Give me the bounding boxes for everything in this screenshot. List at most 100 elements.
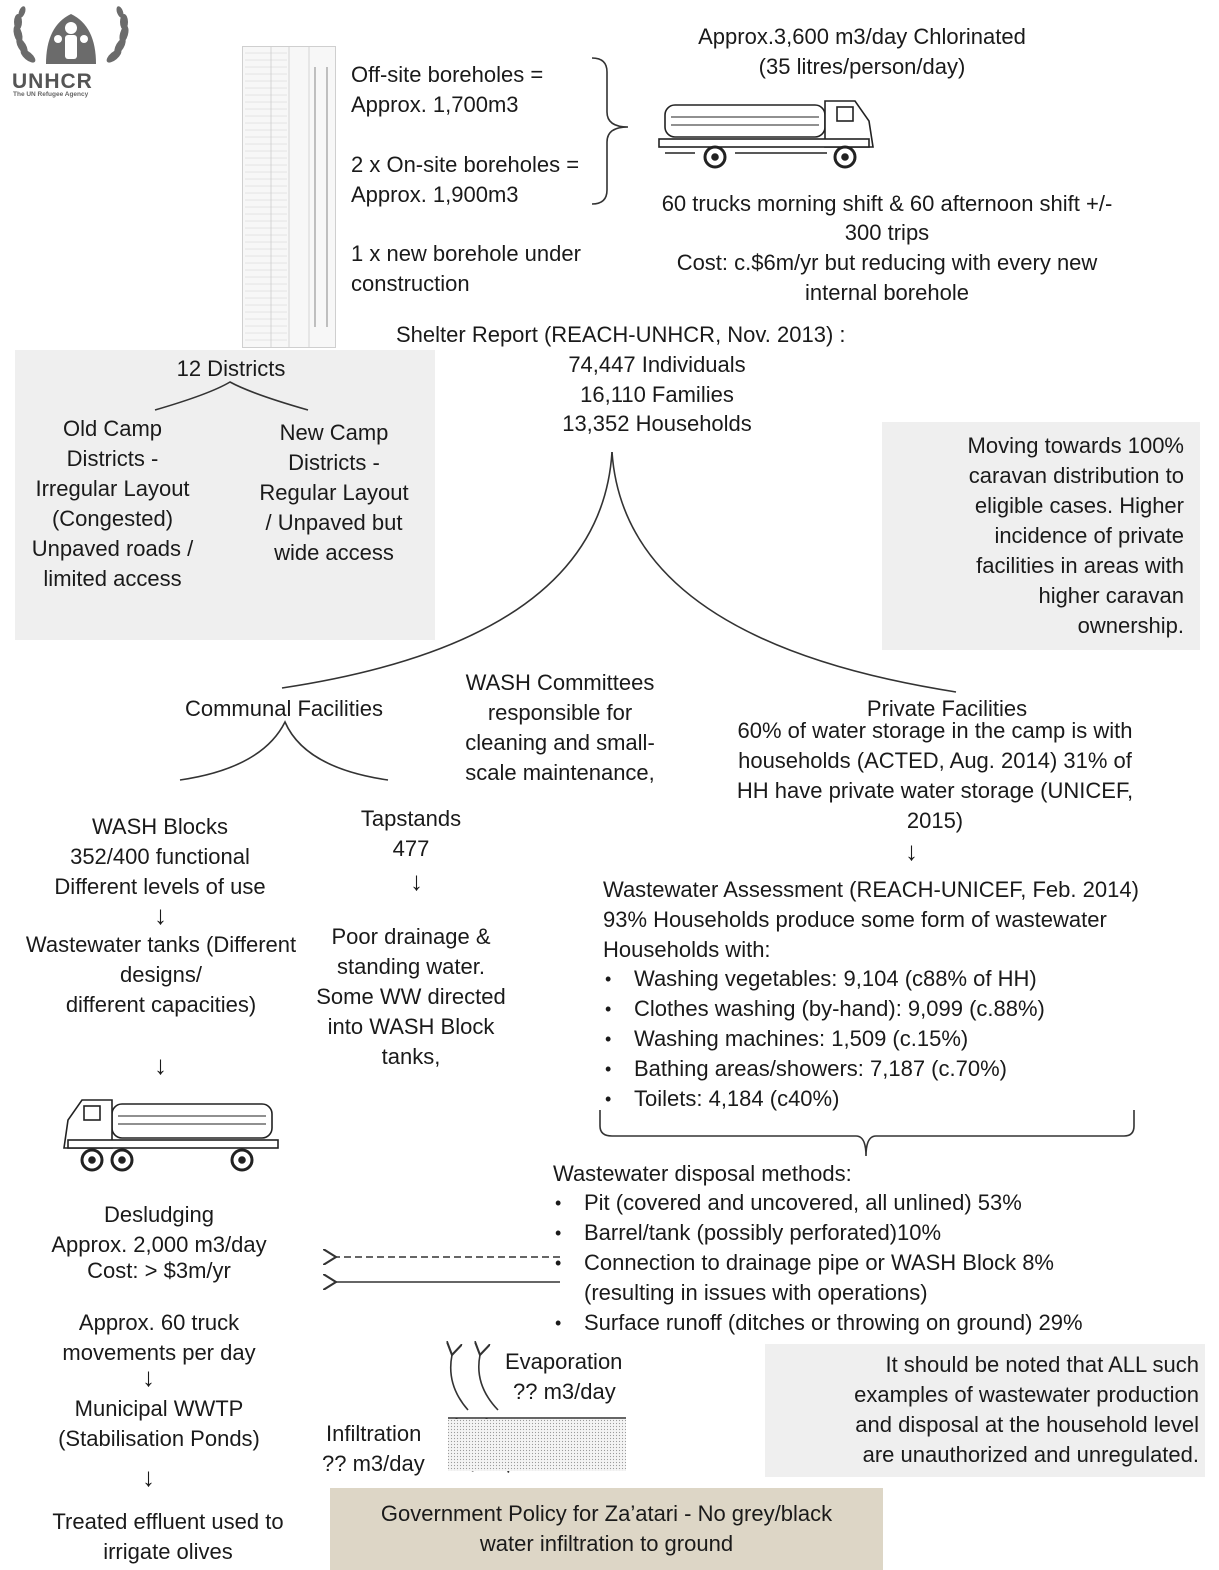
caravan-note-line: incidence of private bbox=[994, 523, 1184, 548]
wash-committees-line: responsible for bbox=[487, 700, 633, 725]
trucking-cost: Cost: c.$6m/yr but reducing with every n… bbox=[676, 250, 1098, 275]
caravan-note-line: caravan distribution to bbox=[968, 463, 1184, 488]
water-truck-icon bbox=[658, 100, 874, 169]
unhcr-tagline: The UN Refugee Agency bbox=[13, 91, 89, 98]
unauthorized-note-line: It should be noted that ALL such bbox=[885, 1352, 1199, 1377]
unauthorized-note-line: and disposal at the household level bbox=[855, 1412, 1199, 1437]
arrow-wash-blocks-down: ↓ bbox=[154, 900, 167, 930]
districts-box bbox=[15, 350, 435, 640]
government-policy-line: water infiltration to ground bbox=[479, 1531, 734, 1556]
soil-hatch bbox=[448, 1419, 626, 1471]
evaporation-value: ?? m3/day bbox=[513, 1379, 616, 1404]
wwtp-line: (Stabilisation Ponds) bbox=[58, 1426, 260, 1451]
private-facilities-line: 60% of water storage in the camp is with bbox=[737, 718, 1133, 743]
unhcr-wordmark: UNHCR bbox=[12, 70, 93, 93]
drainage-line: Poor drainage & bbox=[331, 924, 491, 949]
old-camp-line: Unpaved roads / bbox=[31, 536, 194, 561]
wash-committees-line: cleaning and small- bbox=[465, 730, 655, 755]
disposal-item: Surface runoff (ditches or throwing on g… bbox=[553, 1308, 1083, 1338]
communal-facilities-title: Communal Facilities bbox=[184, 696, 384, 721]
trucking-cost-note: internal borehole bbox=[805, 280, 969, 305]
shelter-households: 13,352 Households bbox=[562, 411, 752, 436]
ww-assessment-item: Washing machines: 1,509 (c.15%) bbox=[603, 1024, 1045, 1054]
main-fork bbox=[281, 451, 613, 689]
caravan-note-line: facilities in areas with bbox=[976, 553, 1184, 578]
truck-movements-text: Approx. 60 truck movements per day bbox=[20, 1308, 298, 1368]
new-camp-line: wide access bbox=[274, 540, 394, 565]
treated-effluent-line: irrigate olives bbox=[103, 1539, 233, 1564]
disposal-item: Connection to drainage pipe or WASH Bloc… bbox=[553, 1248, 1083, 1278]
trucking-per-person: (35 litres/person/day) bbox=[758, 54, 966, 79]
shelter-individuals: 74,447 Individuals bbox=[568, 352, 746, 377]
evaporation-arrow-1 bbox=[451, 1355, 469, 1411]
borehole-log-image bbox=[242, 46, 336, 348]
desludging-truck-icon bbox=[63, 1099, 279, 1172]
private-facilities-text: 60% of water storage in the camp is with… bbox=[700, 716, 1170, 836]
tapstands-line: Tapstands bbox=[360, 806, 462, 831]
drainage-line: tanks, bbox=[381, 1044, 441, 1069]
ww-assessment-list: Washing vegetables: 9,104 (c88% of HH)Cl… bbox=[603, 964, 1045, 1114]
disposal-item: Pit (covered and uncovered, all unlined)… bbox=[553, 1188, 1083, 1218]
arrow-moves-down: ↓ bbox=[142, 1362, 155, 1392]
assessment-brace bbox=[599, 1110, 1135, 1157]
truck-movements-line: Approx. 60 truck bbox=[78, 1310, 240, 1335]
desludging-line: Approx. 2,000 m3/day bbox=[51, 1232, 267, 1257]
wash-blocks-line: 352/400 functional bbox=[70, 844, 250, 869]
policy-box bbox=[330, 1488, 883, 1570]
arrow-tanks-down: ↓ bbox=[154, 1050, 167, 1080]
caravan-note-line: ownership. bbox=[1077, 613, 1184, 638]
arrow-private-down: ↓ bbox=[905, 836, 918, 866]
new-borehole-line2: construction bbox=[351, 271, 470, 296]
wastewater-tanks-line: Wastewater tanks (Different bbox=[25, 932, 297, 957]
old-camp-line: (Congested) bbox=[51, 506, 174, 531]
truck-movements-line: movements per day bbox=[62, 1340, 256, 1365]
offsite-boreholes-value: Approx. 1,700m3 bbox=[351, 92, 519, 117]
offsite-boreholes-label: Off-site boreholes = bbox=[351, 62, 544, 87]
communal-fork bbox=[179, 720, 389, 781]
trucking-volume: Approx.3,600 m3/day Chlorinated bbox=[698, 24, 1026, 49]
evaporation-label: Evaporation bbox=[505, 1349, 623, 1374]
infiltration-label: Infiltration bbox=[326, 1421, 422, 1446]
trucking-trips: 300 trips bbox=[844, 220, 930, 245]
drainage-line: into WASH Block bbox=[327, 1014, 495, 1039]
old-camp-line: Districts - bbox=[66, 446, 159, 471]
shelter-report-title: Shelter Report (REACH-UNHCR, Nov. 2013) … bbox=[396, 322, 846, 347]
unauthorized-note-line: are unauthorized and unregulated. bbox=[862, 1442, 1199, 1467]
districts-title: 12 Districts bbox=[176, 356, 286, 381]
wastewater-tanks-line: different capacities) bbox=[65, 992, 257, 1017]
evaporation-arrow-2 bbox=[479, 1355, 499, 1411]
ww-assessment-item: Toilets: 4,184 (c40%) bbox=[603, 1084, 1045, 1114]
unhcr-logo-icon bbox=[13, 6, 129, 64]
ww-assessment-item: Bathing areas/showers: 7,187 (c.70%) bbox=[603, 1054, 1045, 1084]
unauthorized-note-line: examples of wastewater production bbox=[854, 1382, 1199, 1407]
drainage-text: Poor drainage & standing water. Some WW di… bbox=[300, 922, 522, 1072]
caravan-note-text: Moving towards 100% caravan distribution … bbox=[882, 431, 1184, 641]
caravan-note-line: eligible cases. Higher bbox=[974, 493, 1184, 518]
districts-fork bbox=[154, 381, 309, 411]
caravan-note-line: Moving towards 100% bbox=[967, 433, 1184, 458]
unauthorized-note-box bbox=[765, 1344, 1205, 1477]
ww-assessment-item: Clothes washing (by-hand): 9,099 (c.88%) bbox=[603, 994, 1045, 1024]
ww-assessment-summary: 93% Households produce some form of wast… bbox=[603, 907, 1107, 932]
drainage-line: standing water. bbox=[337, 954, 485, 979]
disposal-title: Wastewater disposal methods: bbox=[553, 1161, 852, 1186]
onsite-boreholes-value: Approx. 1,900m3 bbox=[351, 182, 519, 207]
desludging-line: Cost: > $3m/yr bbox=[87, 1258, 231, 1283]
new-camp-line: Regular Layout bbox=[259, 480, 409, 505]
caravan-note-line: higher caravan bbox=[1038, 583, 1184, 608]
new-borehole-line1: 1 x new borehole under bbox=[351, 241, 581, 266]
ww-assessment-item: Washing vegetables: 9,104 (c88% of HH) bbox=[603, 964, 1045, 994]
wash-committees-line: scale maintenance, bbox=[465, 760, 655, 785]
drainage-line: Some WW directed bbox=[316, 984, 506, 1009]
ww-assessment-households-with: Households with: bbox=[603, 937, 771, 962]
wwtp-text: Municipal WWTP(Stabilisation Ponds) bbox=[20, 1394, 298, 1454]
